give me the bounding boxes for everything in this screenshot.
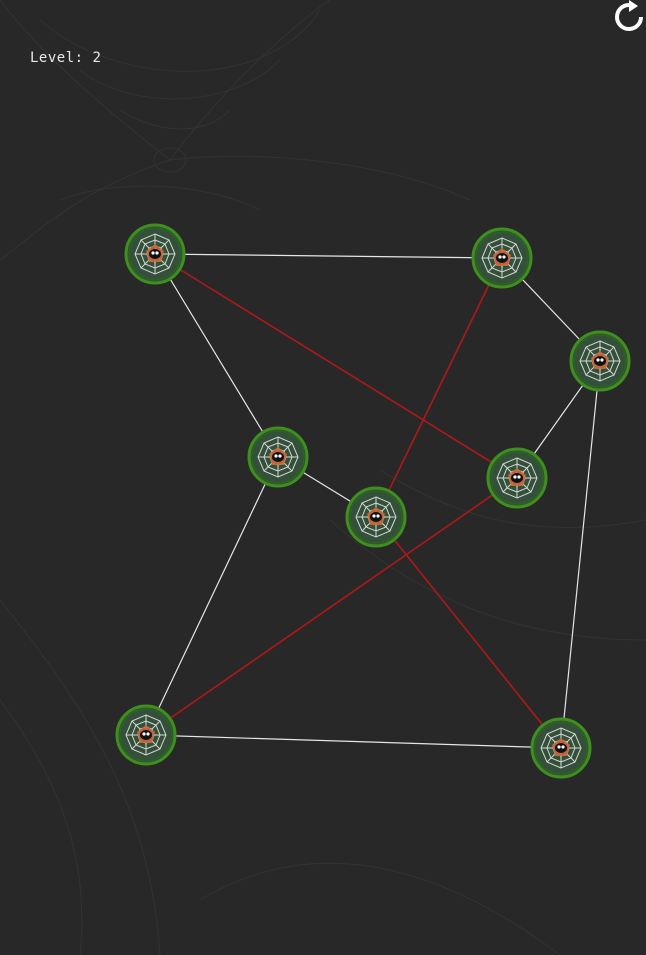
- level-value: 2: [92, 50, 102, 66]
- spider-web-icon: [124, 223, 186, 285]
- edge: [560, 360, 601, 749]
- level-label: Level:: [30, 50, 84, 66]
- spider-node-n8[interactable]: [530, 717, 592, 779]
- edge-layer: [145, 253, 601, 749]
- spider-node-n1[interactable]: [124, 223, 186, 285]
- spider-node-n4[interactable]: [486, 447, 548, 509]
- spider-web-icon: [486, 447, 548, 509]
- edge: [145, 456, 279, 736]
- spider-web-icon: [471, 227, 533, 289]
- edge: [154, 253, 503, 259]
- spider-node-n6[interactable]: [345, 486, 407, 548]
- spider-web-icon: [345, 486, 407, 548]
- spider-node-n3[interactable]: [569, 330, 631, 392]
- level-indicator: Level: 2: [30, 50, 101, 66]
- edge-crossing: [375, 257, 503, 518]
- spider-node-n5[interactable]: [247, 426, 309, 488]
- edge: [145, 734, 562, 749]
- edge-crossing: [154, 253, 518, 479]
- edge-crossing: [375, 516, 562, 749]
- spider-node-n2[interactable]: [471, 227, 533, 289]
- restart-icon: [615, 0, 643, 31]
- spider-web-icon: [115, 704, 177, 766]
- edge: [154, 253, 279, 458]
- edge-crossing: [145, 477, 518, 736]
- spider-web-icon: [247, 426, 309, 488]
- node-layer: [115, 223, 631, 779]
- restart-button[interactable]: [612, 0, 646, 34]
- spider-web-icon: [569, 330, 631, 392]
- spider-web-icon: [530, 717, 592, 779]
- spider-node-n7[interactable]: [115, 704, 177, 766]
